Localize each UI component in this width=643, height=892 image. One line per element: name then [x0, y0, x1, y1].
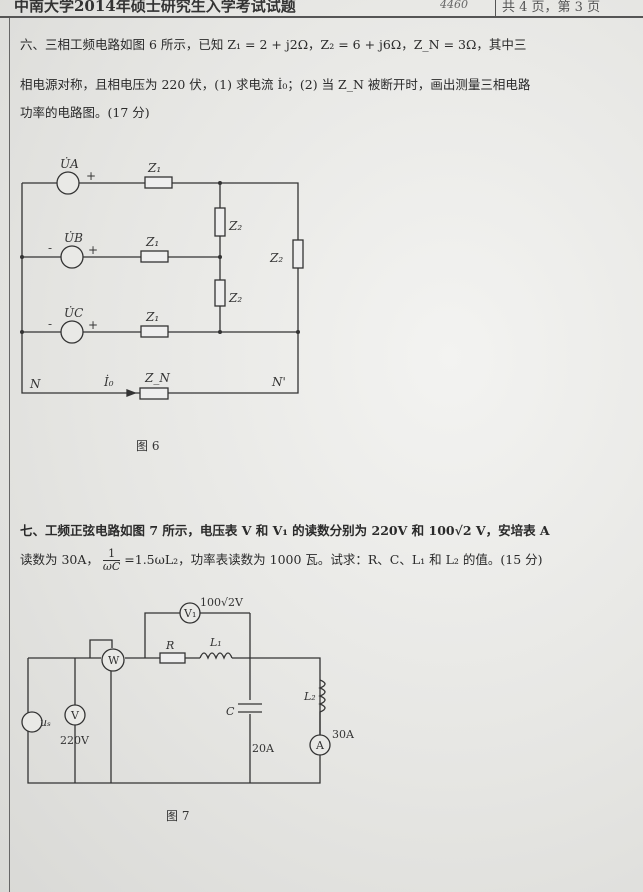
circuit-element [199, 652, 233, 660]
circuit-element [218, 255, 222, 259]
circuit-element [139, 387, 169, 400]
plus-b: + [88, 243, 98, 257]
q6-line1: 六、三相工频电路如图 6 所示，已知 Z₁ = 2 + j2Ω，Z₂ = 6 +… [20, 37, 527, 52]
left-margin-line [9, 18, 10, 892]
label-n-prime: N' [271, 375, 286, 389]
voltmeter-label: V [70, 709, 80, 722]
exam-title: 中南大学2014年硕士研究生入学考试试题 [14, 0, 296, 15]
circuit-element [21, 711, 43, 733]
label-ua: U̇A [60, 156, 79, 171]
note-v1: 100√2V [200, 596, 244, 609]
fraction-numerator: 1 [102, 548, 121, 561]
q6-line3: 功率的电路图。(17 分) [20, 105, 150, 120]
label-l2: L₂ [303, 690, 316, 703]
circuit-element [74, 612, 251, 783]
exam-code: 4460 [440, 0, 468, 11]
circuit-element [21, 182, 299, 394]
voltmeter-v1-label: V₁ [183, 607, 196, 620]
circuit-element [318, 679, 326, 735]
circuit-element [60, 320, 84, 344]
plus-a: + [86, 169, 96, 183]
circuit-element [179, 602, 201, 624]
figure-6-circuit: U̇A U̇B U̇C + - + - + Z₁ Z₁ Z₁ Z₂ Z₂ Z₂ … [20, 156, 304, 400]
label-z1-a: Z₁ [147, 161, 161, 175]
circuit-element [20, 181, 300, 334]
circuit-element [296, 330, 300, 334]
label-uc: U̇C [64, 305, 83, 320]
note-v: 220V [60, 734, 90, 747]
circuit-element [27, 657, 321, 784]
label-z1-b: Z₁ [145, 235, 159, 249]
circuit-element [140, 250, 169, 263]
circuit-element [20, 255, 24, 259]
label-l1: L₁ [209, 636, 222, 649]
figure-7-circuit: W V V₁ A uₛ R L₁ L₂ C 100√2V 220V 20A 30… [21, 596, 355, 784]
q7-line1: 七、工频正弦电路如图 7 所示，电压表 V 和 V₁ 的读数分别为 220V 和… [20, 523, 550, 538]
circuit-element [64, 704, 86, 726]
circuit-element [159, 652, 186, 664]
circuit-element [56, 171, 80, 195]
circuit-element [144, 176, 173, 189]
label-zn: Z_N [144, 371, 170, 385]
circuit-element [101, 648, 125, 672]
page-info: 共 4 页，第 3 页 [495, 0, 600, 16]
source-label: uₛ [40, 716, 51, 729]
q7-line2-start: 读数为 30A， [20, 552, 99, 567]
label-z2-ab: Z₂ [228, 219, 242, 233]
note-c: 20A [252, 742, 275, 755]
label-c: C [226, 705, 235, 718]
circuit-element [238, 703, 262, 713]
note-a: 30A [332, 728, 355, 741]
circuit-element [292, 239, 304, 269]
circuit-element [89, 639, 113, 658]
fraction: 1 ωC [102, 548, 121, 573]
minus-b: - [48, 241, 52, 255]
label-n: N [29, 377, 41, 391]
fraction-denominator: ωC [102, 560, 121, 573]
q6-line2: 相电源对称，且相电压为 220 伏，(1) 求电流 İ₀；(2) 当 Z_N 被… [20, 77, 531, 92]
q7-line2-end: =1.5ωL₂，功率表读数为 1000 瓦。试求：R、C、L₁ 和 L₂ 的值。… [124, 552, 543, 567]
circuit-element [218, 181, 222, 185]
q7-line2: 读数为 30A， 1 ωC =1.5ωL₂，功率表读数为 1000 瓦。试求：R… [20, 548, 543, 573]
circuit-element [214, 279, 226, 307]
figure-6-caption: 图 6 [136, 439, 160, 453]
label-r: R [165, 639, 174, 652]
circuit-element [60, 245, 84, 269]
wattmeter-label: W [108, 654, 120, 667]
circuit-element [218, 330, 222, 334]
header-divider [0, 16, 643, 18]
label-z1-c: Z₁ [145, 310, 159, 324]
minus-c: - [48, 317, 52, 331]
circuit-element [140, 325, 169, 338]
circuit-element: U̇A U̇B U̇C + - + - + Z₁ Z₁ Z₁ Z₂ Z₂ Z₂ … [29, 156, 286, 391]
label-ub: U̇B [64, 230, 83, 245]
circuit-element [214, 207, 226, 237]
label-z2-ca: Z₂ [269, 251, 283, 265]
circuit-element [126, 389, 137, 397]
figure-7-caption: 图 7 [166, 809, 190, 823]
ammeter-label: A [315, 739, 325, 752]
plus-c: + [88, 318, 98, 332]
circuit-element: W V V₁ A uₛ R L₁ L₂ C 100√2V 220V 20A 30… [40, 596, 355, 755]
circuit-element [20, 330, 24, 334]
label-i0: İ₀ [103, 374, 114, 389]
label-z2-bc: Z₂ [228, 291, 242, 305]
